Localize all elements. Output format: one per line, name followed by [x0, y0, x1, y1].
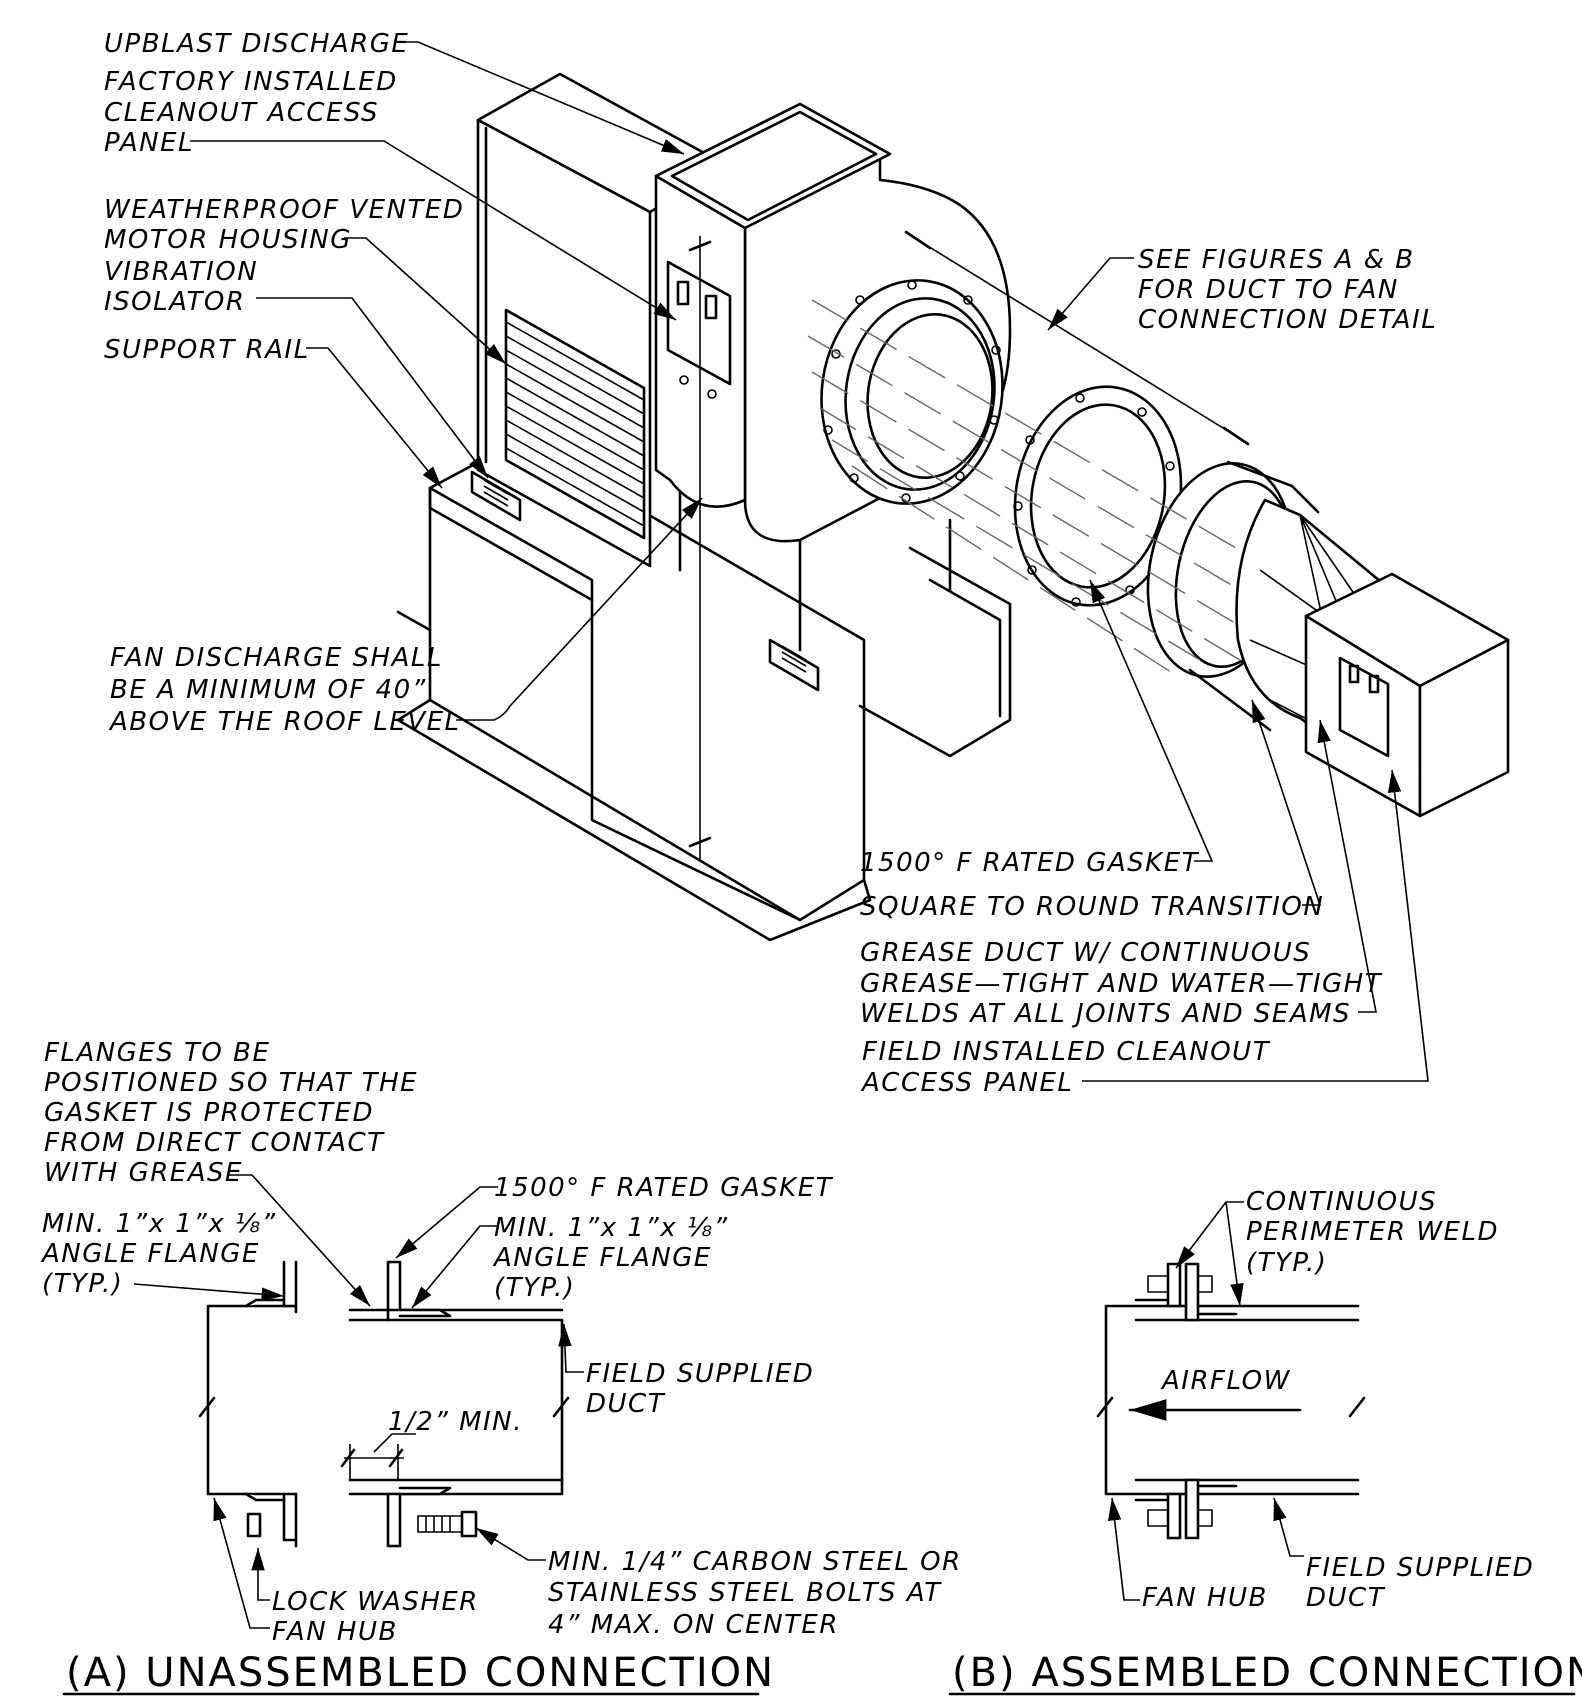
b-field-duct-1: FIELD SUPPLIED — [1306, 1553, 1534, 1583]
label-weather-1: WEATHERPROOF VENTED — [104, 195, 464, 225]
a-angle-left-1: MIN. 1”x 1”x ⅛” — [42, 1209, 277, 1239]
vibration-isolator — [470, 470, 820, 692]
label-grease-3: WELDS AT ALL JOINTS AND SEAMS — [860, 999, 1351, 1029]
label-transition: SQUARE TO ROUND TRANSITION — [860, 892, 1324, 922]
detail-b-assembled — [1096, 1262, 1366, 1540]
alignment-centerlines — [688, 230, 1250, 860]
b-weld-3: (TYP.) — [1246, 1248, 1327, 1278]
detail-a-break-left — [198, 1396, 216, 1418]
a-angle-left-3: (TYP.) — [42, 1269, 123, 1299]
label-factory-1: FACTORY INSTALLED — [104, 67, 398, 97]
a-flanges-5: WITH GREASE — [44, 1158, 243, 1188]
a-flanges-4: FROM DIRECT CONTACT — [44, 1128, 385, 1158]
a-flanges-1: FLANGES TO BE — [44, 1038, 270, 1068]
detail-a-left-flange — [244, 1260, 298, 1548]
a-flanges-2: POSITIONED SO THAT THE — [44, 1068, 418, 1098]
detail-a-half-dim — [344, 1444, 404, 1480]
motor-housing-louvers — [504, 308, 646, 540]
detail-b-top-flange — [1134, 1262, 1238, 1322]
detail-b-breaks — [1096, 1396, 1366, 1418]
a-lock-washer: LOCK WASHER — [272, 1587, 479, 1617]
label-field-2: ACCESS PANEL — [860, 1068, 1073, 1098]
label-weather-2: MOTOR HOUSING — [104, 225, 352, 255]
label-factory-3: PANEL — [104, 128, 194, 158]
b-weld-1: CONTINUOUS — [1246, 1187, 1437, 1217]
caption-a: (A) UNASSEMBLED CONNECTION — [66, 1650, 775, 1696]
label-fan-discharge-2: BE A MINIMUM OF 40” — [110, 675, 427, 705]
a-bolts-2: STAINLESS STEEL BOLTS AT — [548, 1578, 942, 1608]
gasket-ring — [1013, 385, 1183, 607]
detail-b-leaders — [1107, 1201, 1304, 1601]
label-see-3: CONNECTION DETAIL — [1138, 305, 1437, 335]
factory-cleanout-panel — [666, 260, 732, 399]
caption-b: (B) ASSEMBLED CONNECTION — [952, 1650, 1582, 1696]
detail-a-leaders — [133, 1174, 584, 1629]
label-fan-discharge-3: ABOVE THE ROOF LEVEL — [108, 707, 461, 737]
a-half-min: 1/2” MIN. — [388, 1407, 523, 1437]
detail-a-labels: FLANGES TO BE POSITIONED SO THAT THE GAS… — [40, 1038, 962, 1696]
a-field-duct-2: DUCT — [586, 1389, 666, 1419]
a-fan-hub: FAN HUB — [272, 1617, 398, 1647]
label-see-1: SEE FIGURES A & B — [1138, 245, 1415, 275]
upblast-discharge-opening — [654, 102, 892, 230]
grease-duct — [1304, 572, 1510, 818]
label-see-2: FOR DUCT TO FAN — [1138, 275, 1399, 305]
detail-a-unassembled — [198, 1260, 570, 1548]
fan-assembly-drawing — [396, 72, 1510, 942]
main-labels: UPBLAST DISCHARGE FACTORY INSTALLED CLEA… — [104, 29, 1437, 1098]
b-airflow: AIRFLOW — [1160, 1366, 1291, 1396]
label-gasket: 1500° F RATED GASKET — [860, 848, 1200, 878]
a-angle-right-3: (TYP.) — [494, 1273, 575, 1303]
detail-b-duct — [1104, 1304, 1360, 1496]
detail-a-right-flange — [386, 1260, 478, 1548]
a-bolts-3: 4” MAX. ON CENTER — [548, 1610, 839, 1640]
label-upblast-discharge: UPBLAST DISCHARGE — [104, 29, 409, 59]
a-gasket: 1500° F RATED GASKET — [494, 1173, 834, 1203]
field-cleanout-panel — [1338, 656, 1390, 758]
b-field-duct-2: DUCT — [1306, 1583, 1386, 1613]
a-angle-left-2: ANGLE FLANGE — [40, 1239, 260, 1269]
label-vibration-1: VIBRATION — [104, 257, 258, 287]
label-vibration-2: ISOLATOR — [104, 287, 245, 317]
label-support-rail: SUPPORT RAIL — [104, 335, 310, 365]
detail-a-fan-hub — [206, 1304, 298, 1496]
label-field-1: FIELD INSTALLED CLEANOUT — [862, 1037, 1271, 1067]
label-grease-1: GREASE DUCT W/ CONTINUOUS — [860, 938, 1311, 968]
label-grease-2: GREASE—TIGHT AND WATER—TIGHT — [860, 969, 1383, 999]
a-bolts-1: MIN. 1/4” CARBON STEEL OR — [548, 1547, 962, 1577]
a-flanges-3: GASKET IS PROTECTED — [44, 1098, 374, 1128]
detail-b-labels: CONTINUOUS PERIMETER WELD (TYP.) AIRFLOW… — [948, 1187, 1582, 1696]
label-fan-discharge-1: FAN DISCHARGE SHALL — [110, 643, 443, 673]
b-fan-hub: FAN HUB — [1142, 1583, 1268, 1613]
b-weld-2: PERIMETER WELD — [1246, 1217, 1499, 1247]
detail-a-dim-ticks — [340, 1448, 404, 1468]
label-factory-2: CLEANOUT ACCESS — [104, 98, 379, 128]
a-angle-right-2: ANGLE FLANGE — [492, 1243, 712, 1273]
a-field-duct-1: FIELD SUPPLIED — [586, 1359, 814, 1389]
detail-a-break-right — [552, 1396, 570, 1418]
detail-b-bottom-flange — [1134, 1478, 1238, 1540]
a-angle-right-1: MIN. 1”x 1”x ⅛” — [494, 1213, 729, 1243]
support-rail-right — [858, 546, 1012, 758]
fan-inlet-flange — [820, 279, 1004, 505]
main-leaders — [190, 41, 1429, 1082]
motor-housing — [476, 72, 730, 568]
detail-a-duct-walls — [348, 1308, 564, 1482]
